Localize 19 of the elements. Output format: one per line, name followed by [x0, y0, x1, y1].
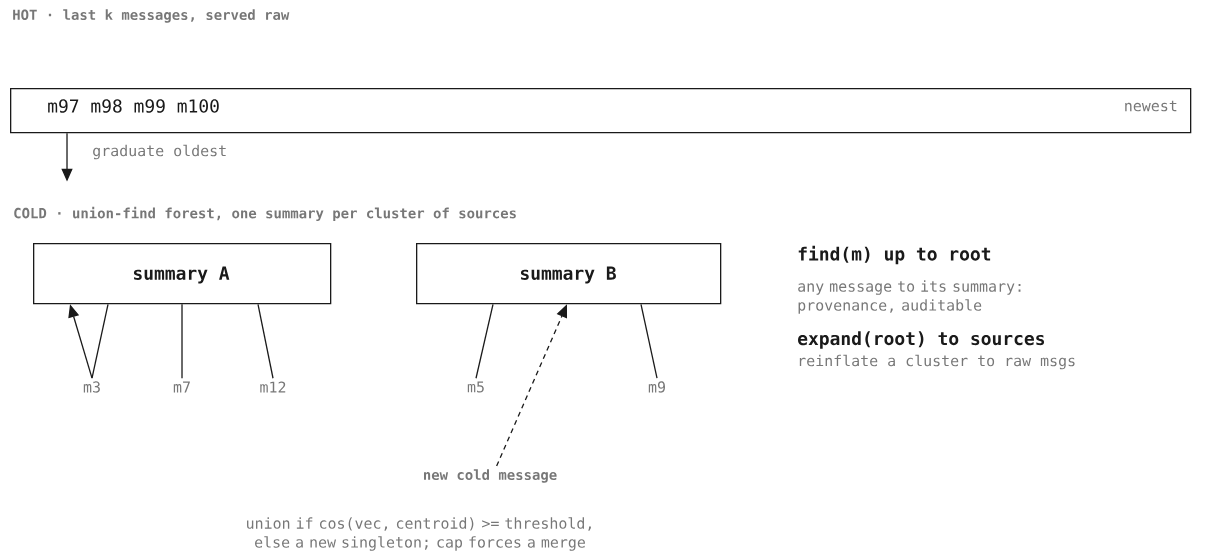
description-text: any message to its summary: provenance, auditable — [798, 280, 1021, 314]
queue-box: m97 m98 m99 m100 newest — [10, 88, 1192, 134]
summary-box: summary A — [33, 243, 332, 305]
section-heading: HOT · last k messages, served raw — [13, 9, 290, 23]
node-label: m97 m98 m99 m100 — [48, 99, 219, 113]
edge-label: graduate oldest — [90, 142, 230, 162]
message-label: m12 — [260, 381, 286, 393]
summary-box: summary B — [416, 243, 722, 305]
message-label: m7 — [173, 381, 190, 393]
caption-text: union if cos(vec, centroid) >= threshold, else a new singleton; cap forces a merge — [247, 517, 591, 551]
node-label: newest — [1125, 100, 1177, 112]
operation-heading: expand(root) to sources — [798, 331, 1045, 349]
message-label: m9 — [648, 381, 665, 393]
section-heading: COLD · union-find forest, one summary per cluster of sources — [14, 206, 516, 222]
message-label: m5 — [467, 381, 484, 393]
operation-heading: find(m) up to root — [798, 245, 991, 265]
description-text: reinflate a cluster to raw msgs — [799, 354, 1075, 370]
message-label: m3 — [83, 381, 100, 393]
message-label: new cold message — [424, 469, 557, 483]
